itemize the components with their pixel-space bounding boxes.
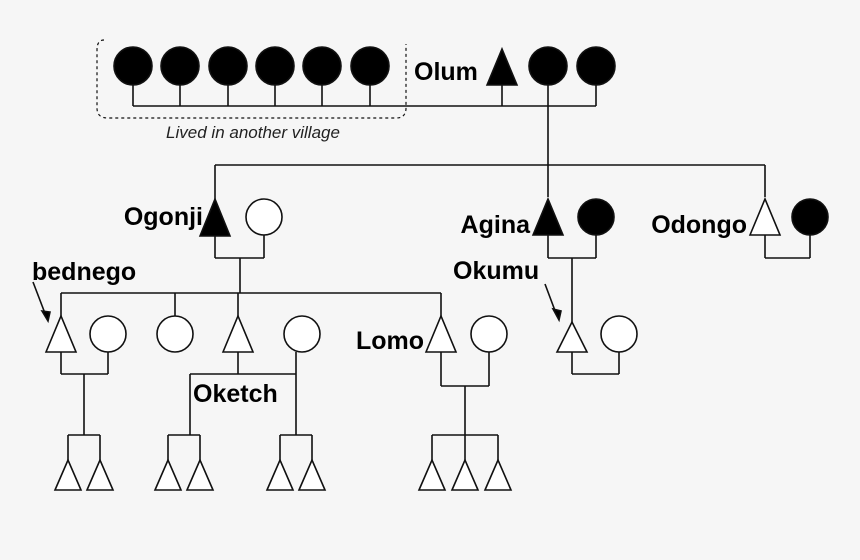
child-male-symbol [185, 457, 215, 491]
lomo-children-line [431, 434, 499, 460]
female-affected-symbol [113, 46, 153, 86]
abednego-male-symbol [44, 313, 78, 353]
odongo-wife-symbol [791, 198, 829, 236]
other-village-boundary [96, 39, 407, 119]
odongo-label: Odongo [651, 211, 747, 239]
child-male-symbol [417, 457, 447, 491]
okumu-label: Okumu [453, 257, 539, 285]
oketch-male-symbol [221, 313, 255, 353]
odongo-marriage-line [764, 235, 811, 259]
okumu-arrowhead-icon [551, 307, 562, 323]
gen3-sibship-line [60, 292, 442, 316]
lomo-marriage-line [440, 352, 490, 435]
abednego-wife-symbol [89, 315, 127, 353]
generation-3: bednego Okumu Lomo Oketch [32, 257, 638, 435]
gen1-sibship-lines [132, 85, 597, 165]
generation-2: Ogonji Agina Odongo [124, 164, 829, 322]
child-male-symbol [85, 457, 115, 491]
lomo-male-symbol [424, 313, 458, 353]
agina-male-symbol [531, 196, 565, 236]
oketch-children-line [279, 434, 313, 460]
lomo-label: Lomo [356, 327, 424, 355]
female-affected-symbol [208, 46, 248, 86]
child-male-symbol [297, 457, 327, 491]
okumu-marriage-line [571, 352, 620, 375]
ogonji-wife-symbol [245, 198, 283, 236]
abednego-label: bednego [32, 258, 136, 286]
okumu-male-symbol [555, 320, 589, 353]
olum-male-symbol [485, 46, 519, 86]
agina-label: Agina [461, 211, 532, 239]
generation-4 [53, 434, 513, 491]
agina-marriage-line [547, 235, 597, 322]
abednego-children-line [67, 434, 101, 460]
female-affected-symbol [302, 46, 342, 86]
olum-label: Olum [414, 58, 478, 86]
female-affected-symbol [576, 46, 616, 86]
female-affected-symbol [528, 46, 568, 86]
female-affected-symbol [350, 46, 390, 86]
child-male-symbol [265, 457, 295, 491]
agina-wife-symbol [577, 198, 615, 236]
female-affected-symbol [255, 46, 295, 86]
child-male-symbol [450, 457, 480, 491]
lomo-wife-symbol [470, 315, 508, 353]
okumu-wife-symbol [600, 315, 638, 353]
gen2-sibship-line [214, 164, 766, 199]
other-village-note: Lived in another village [166, 123, 340, 142]
ogonji-male-symbol [198, 196, 232, 237]
sister-children-line [167, 434, 201, 460]
generation-1: Lived in another village Olum [96, 39, 616, 165]
child-male-symbol [483, 457, 513, 491]
child-male-symbol [53, 457, 83, 491]
ogonji-label: Ogonji [124, 203, 203, 231]
abednego-marriage-line [60, 352, 109, 435]
female-affected-symbol [160, 46, 200, 86]
oketch-marriage-line [189, 352, 297, 435]
child-male-symbol [153, 457, 183, 491]
oketch-label: Oketch [193, 380, 278, 408]
abednego-arrow [32, 281, 47, 317]
ogonji-marriage-line [214, 235, 265, 293]
abednego-arrowhead-icon [40, 310, 51, 324]
sister-symbol [156, 315, 194, 353]
odongo-male-symbol [748, 196, 782, 236]
oketch-wife-symbol [283, 315, 321, 353]
